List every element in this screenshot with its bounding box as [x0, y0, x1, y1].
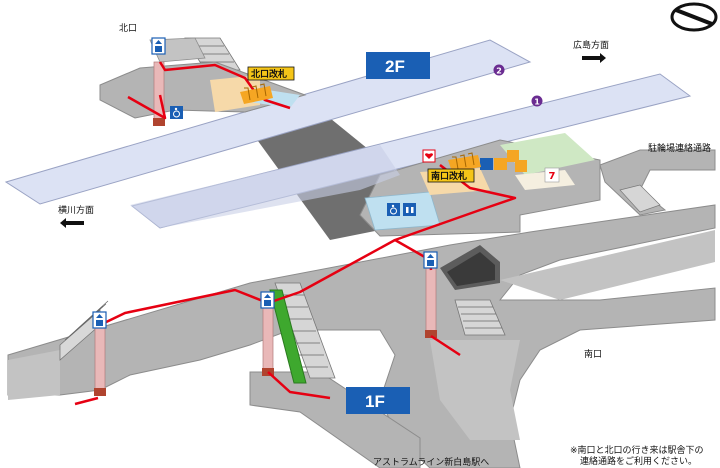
convenience-store-icon: 7 [544, 167, 560, 183]
svg-text:1: 1 [534, 98, 540, 107]
toilet-icon [403, 203, 416, 216]
elevator-north [153, 61, 165, 126]
direction-arrow-icon [60, 218, 84, 228]
svg-text:7: 7 [549, 171, 556, 182]
floor-1f-label: 1F [365, 392, 385, 411]
elevator-right [425, 267, 437, 338]
south-exit-label: 南口 [584, 348, 602, 360]
elevator-icon [92, 311, 107, 329]
north-gate-turnstiles [240, 83, 273, 104]
escalator-green [269, 289, 307, 384]
elevator-icon [151, 37, 166, 55]
platform-track-2 [4, 39, 532, 205]
underpass-walkway [130, 145, 400, 228]
aed-icon [422, 149, 436, 163]
stairs-parking [599, 149, 716, 216]
floor-2f-badge: 2F [366, 52, 430, 79]
elevator-icon [260, 291, 275, 309]
floor-1f-badge: 1F [346, 387, 410, 414]
elevator-center [262, 301, 274, 376]
south-entrance-canopy [440, 245, 500, 290]
elevator-icon [423, 251, 438, 269]
hiroshima-direction-label: 広島方面 [573, 39, 609, 51]
platform-number-2: 2 [493, 64, 505, 76]
wheelchair-icon [387, 203, 400, 216]
parking-path-label: 駐輪場連絡通路 [648, 142, 711, 154]
north-gate-label: 北口改札 [251, 68, 287, 80]
note-line-2: 連絡通路をご利用ください。 [580, 455, 697, 467]
note-line-1: ※南口と北口の行き来は駅舎下の [570, 444, 704, 456]
floor-2f-label: 2F [385, 57, 405, 76]
yokogawa-direction-label: 横川方面 [58, 204, 94, 216]
svg-text:2: 2 [496, 67, 502, 76]
wheelchair-icon [170, 106, 183, 119]
south-gate-turnstiles [448, 152, 481, 172]
stairs-right [454, 299, 506, 336]
ground-floor [7, 204, 716, 468]
astram-line-label: アストラムライン新白島駅へ [373, 456, 489, 468]
south-gate-badge: 南口改札 [427, 168, 475, 183]
north-gate-badge: 北口改札 [247, 66, 295, 81]
north-exit-label: 北口 [119, 23, 137, 34]
shop-icon [480, 150, 527, 172]
compass-icon [670, 2, 718, 32]
platform-number-1: 1 [531, 95, 543, 107]
direction-arrow-icon [582, 53, 606, 63]
elevator-left [94, 321, 106, 396]
south-gate-label: 南口改札 [431, 170, 467, 182]
